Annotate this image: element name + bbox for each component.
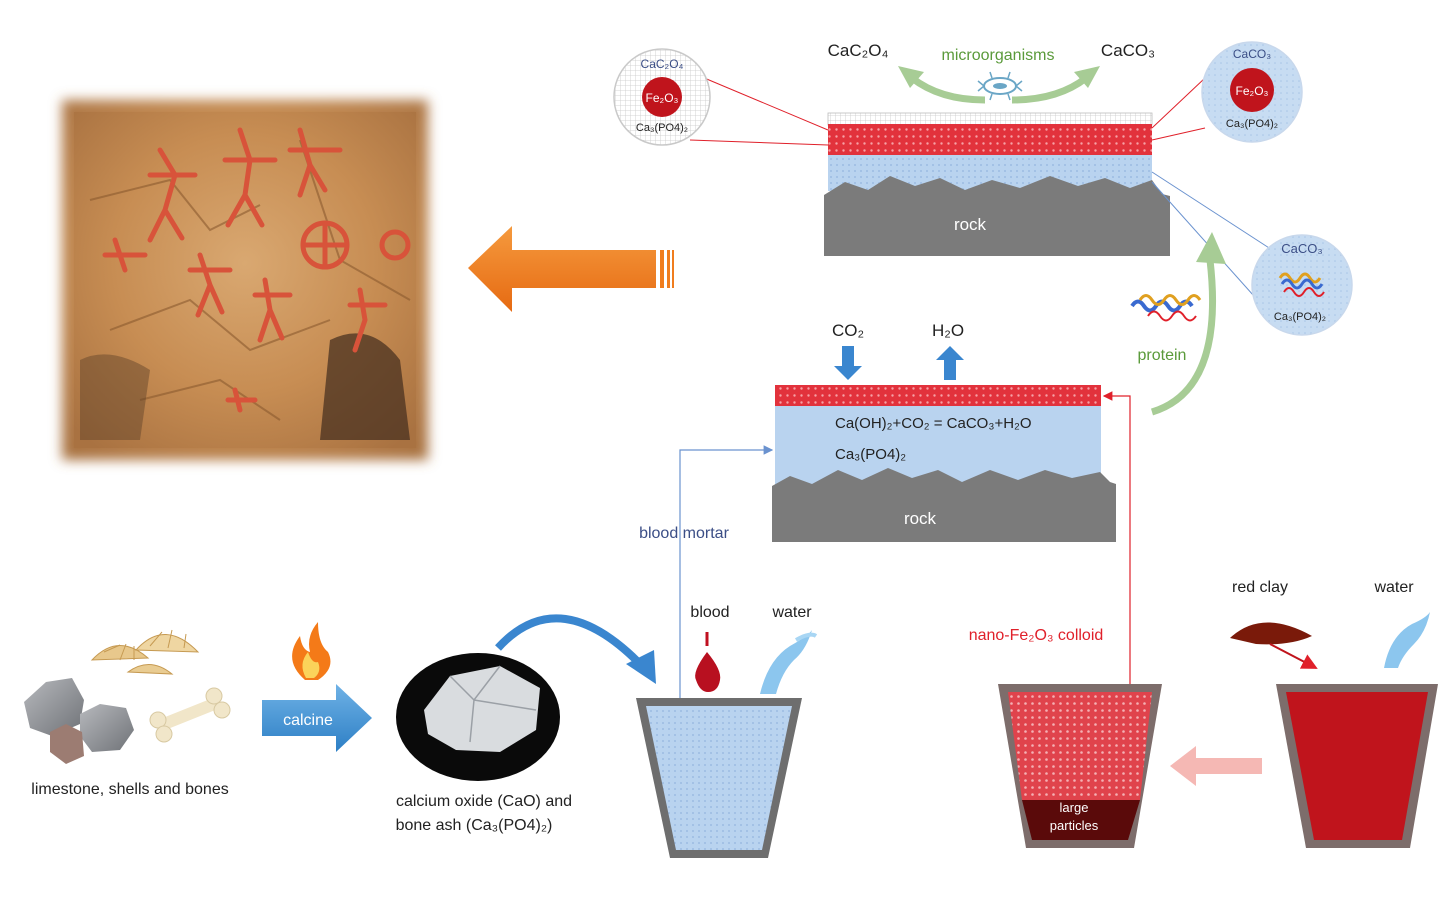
cac2o4-top-label: CaC₂O₄ — [828, 41, 889, 60]
microorganism-icon — [977, 71, 1023, 101]
raw-materials-label: limestone, shells and bones — [31, 781, 228, 798]
inset-left-core: Fe₂O₃ — [646, 91, 679, 105]
calcine-label: calcine — [283, 712, 333, 729]
cao-label-line2: bone ash (Ca₃(PO4)₂) — [396, 817, 553, 834]
nano-colloid-label: nano-Fe₂O₃ colloid — [969, 627, 1104, 644]
inset-lower: CaCO₃ Ca₃(PO4)₂ — [1151, 171, 1353, 336]
inset-lower-top: CaCO₃ — [1281, 241, 1322, 256]
h2o-up-arrow — [936, 346, 964, 380]
top-cross-section: rock — [824, 112, 1170, 256]
h2o-label: H₂O — [932, 321, 964, 340]
water-splash-icon — [1384, 612, 1430, 668]
nano-colloid-line — [1102, 391, 1131, 690]
rock-label-top: rock — [954, 215, 987, 234]
cao-label-line1: calcium oxide (CaO) and — [396, 793, 572, 810]
calcine-arrow: calcine — [262, 684, 372, 752]
protein-label: protein — [1138, 347, 1187, 364]
middle-cross-section: Ca(OH)₂+CO₂ = CaCO₃+H₂O Ca₃(PO4)₂ rock — [772, 385, 1116, 542]
co2-label: CO₂ — [832, 321, 864, 340]
inset-lower-bottom: Ca₃(PO4)₂ — [1274, 311, 1326, 323]
large-particles-line1: large — [1060, 800, 1089, 815]
inset-right-core: Fe₂O₃ — [1236, 84, 1269, 98]
red-clay-label: red clay — [1232, 579, 1288, 596]
shell-icon — [90, 629, 200, 675]
ca3po4-layer-label: Ca₃(PO4)₂ — [835, 446, 906, 463]
reaction-label: Ca(OH)₂+CO₂ = CaCO₃+H₂O — [835, 415, 1032, 432]
protein-arrow — [1150, 232, 1226, 416]
inset-right-bottom: Ca₃(PO4)₂ — [1226, 118, 1278, 130]
colloid-bucket: large particles — [998, 684, 1162, 848]
red-clay-icon — [1230, 622, 1318, 669]
blood-mortar-bucket — [636, 698, 802, 858]
red-clay-bucket — [1276, 684, 1438, 848]
inset-right: CaCO₃ Fe₂O₃ Ca₃(PO4)₂ — [1151, 41, 1303, 143]
blood-mortar-line — [679, 445, 774, 735]
co2-down-arrow — [834, 346, 862, 380]
inset-left-top: CaC₂O₄ — [641, 57, 684, 71]
limestone-icon — [24, 678, 134, 764]
inset-left: CaC₂O₄ Fe₂O₃ Ca₃(PO4)₂ — [613, 48, 829, 146]
rock-label-bottom: rock — [904, 509, 937, 528]
inset-left-bottom: Ca₃(PO4)₂ — [636, 122, 688, 134]
orange-arrow — [468, 226, 674, 312]
cao-lump-icon — [396, 653, 560, 781]
transfer-arrow — [1170, 746, 1262, 786]
microorganisms-label: microorganisms — [942, 47, 1055, 64]
blood-mortar-label: blood mortar — [639, 525, 729, 542]
protein-icon — [1130, 294, 1202, 322]
rock-painting-image — [62, 100, 428, 460]
water-left-label: water — [771, 604, 812, 621]
blood-drop-icon — [695, 632, 721, 692]
blood-label: blood — [690, 604, 729, 621]
water-splash-icon — [760, 630, 818, 694]
water-right-label: water — [1373, 579, 1414, 596]
cao-to-bucket-arrow — [495, 614, 656, 684]
caco3-top-label: CaCO₃ — [1101, 41, 1155, 60]
large-particles-line2: particles — [1050, 818, 1099, 833]
microorganism-arrows — [898, 66, 1100, 104]
flame-icon — [292, 622, 331, 680]
protein-icon — [1278, 272, 1325, 297]
bone-icon — [149, 687, 231, 743]
inset-right-top: CaCO₃ — [1233, 47, 1271, 61]
